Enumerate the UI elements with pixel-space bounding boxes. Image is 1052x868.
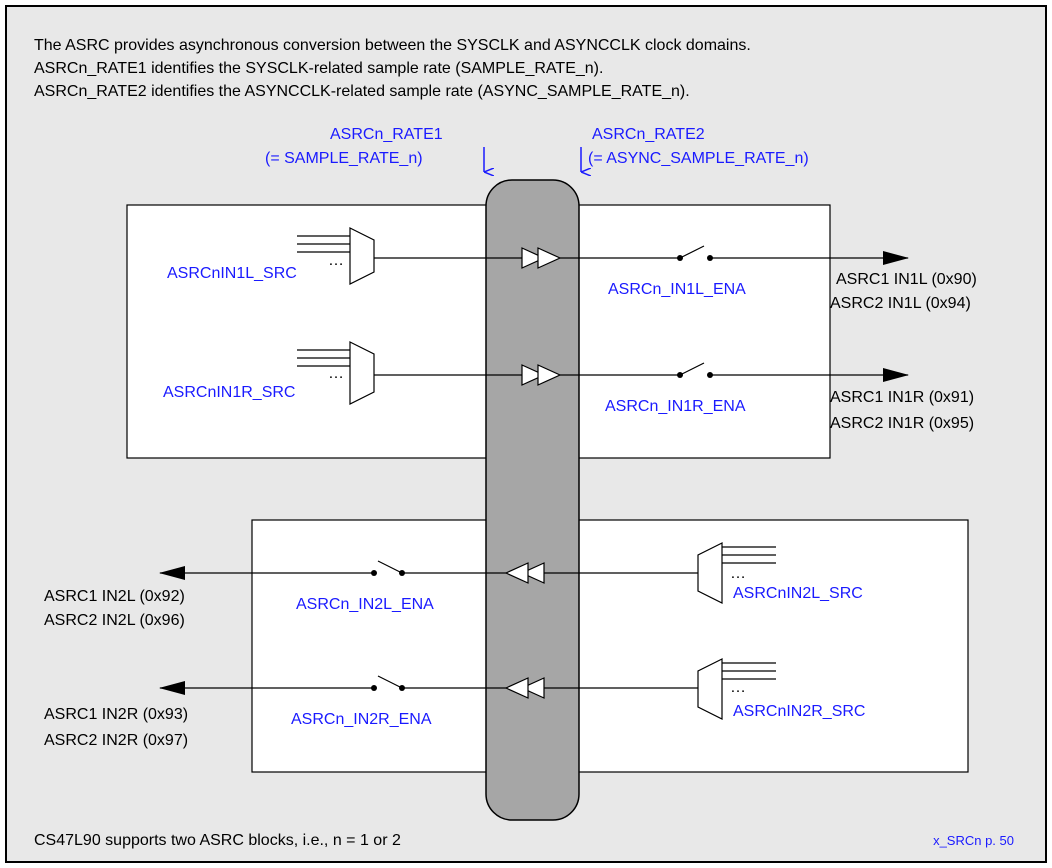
out2-in2r: ASRC2 IN2R (0x97) [44,732,188,749]
path-in2r: … ASRCnIN2R_SRC ASRCn_IN2R_ENA ASRC1 IN2… [44,658,865,749]
mux-ellipsis-in2l: … [730,565,746,582]
converter-in1l [521,247,546,269]
lower-block [251,519,969,773]
ena-label-in2r[interactable]: ASRCn_IN2R_ENA [291,711,432,728]
src-label-in1r[interactable]: ASRCnIN1R_SRC [163,384,295,401]
path-in1l: … ASRCnIN1L_SRC ASRCn_IN1L_ENA ASRC1 IN1… [167,227,977,312]
switch-in2l[interactable] [377,560,403,574]
converter-in2l [520,562,545,584]
converter-in1r [521,364,546,386]
src-label-in1l[interactable]: ASRCnIN1L_SRC [167,265,297,282]
src-label-in2r[interactable]: ASRCnIN2R_SRC [733,703,865,720]
rate2-name: ASRCn_RATE2 [592,126,705,143]
path-in1r: … ASRCnIN1R_SRC ASRCn_IN1R_ENA ASRC1 IN1… [163,341,974,432]
out1-in2r: ASRC1 IN2R (0x93) [44,706,188,723]
footer-note: CS47L90 supports two ASRC blocks, i.e., … [34,832,401,849]
out1-in1r: ASRC1 IN1R (0x91) [830,389,974,406]
path-in2l: … ASRCnIN2L_SRC ASRCn_IN2L_ENA ASRC1 IN2… [44,542,863,629]
upper-block [126,204,831,459]
mux-ellipsis-in1l: … [328,252,344,269]
switch-in2r[interactable] [377,675,403,689]
out1-in2l: ASRC1 IN2L (0x92) [44,588,185,605]
intro-line-2: ASRCn_RATE1 identifies the SYSCLK-relate… [34,60,603,77]
intro-line-3: ASRCn_RATE2 identifies the ASYNCCLK-rela… [34,83,690,100]
ena-label-in1l[interactable]: ASRCn_IN1L_ENA [608,281,746,298]
ena-label-in2l[interactable]: ASRCn_IN2L_ENA [296,596,434,613]
rate1-name: ASRCn_RATE1 [330,126,443,143]
src-label-in2l[interactable]: ASRCnIN2L_SRC [733,585,863,602]
mux-in1l [349,227,375,285]
mux-in2l [697,542,723,604]
rate1-alias: (= SAMPLE_RATE_n) [265,150,423,167]
out2-in1l: ASRC2 IN1L (0x94) [830,295,971,312]
mux-ellipsis-in1r: … [328,365,344,382]
mux-in1r [349,341,375,405]
mux-ellipsis-in2r: … [730,679,746,696]
out1-in1l: ASRC1 IN1L (0x90) [836,271,977,288]
rate2-alias: (= ASYNC_SAMPLE_RATE_n) [588,150,809,167]
switch-in1l[interactable] [679,245,705,259]
asrc-bus [485,179,580,821]
mux-in2r [697,658,723,720]
out2-in1r: ASRC2 IN1R (0x95) [830,415,974,432]
out2-in2l: ASRC2 IN2L (0x96) [44,612,185,629]
ena-label-in1r[interactable]: ASRCn_IN1R_ENA [605,398,746,415]
switch-in1r[interactable] [679,362,705,376]
footer-ref: x_SRCn p. 50 [933,833,1014,848]
converter-in2r [520,677,545,699]
intro-line-1: The ASRC provides asynchronous conversio… [34,37,751,54]
